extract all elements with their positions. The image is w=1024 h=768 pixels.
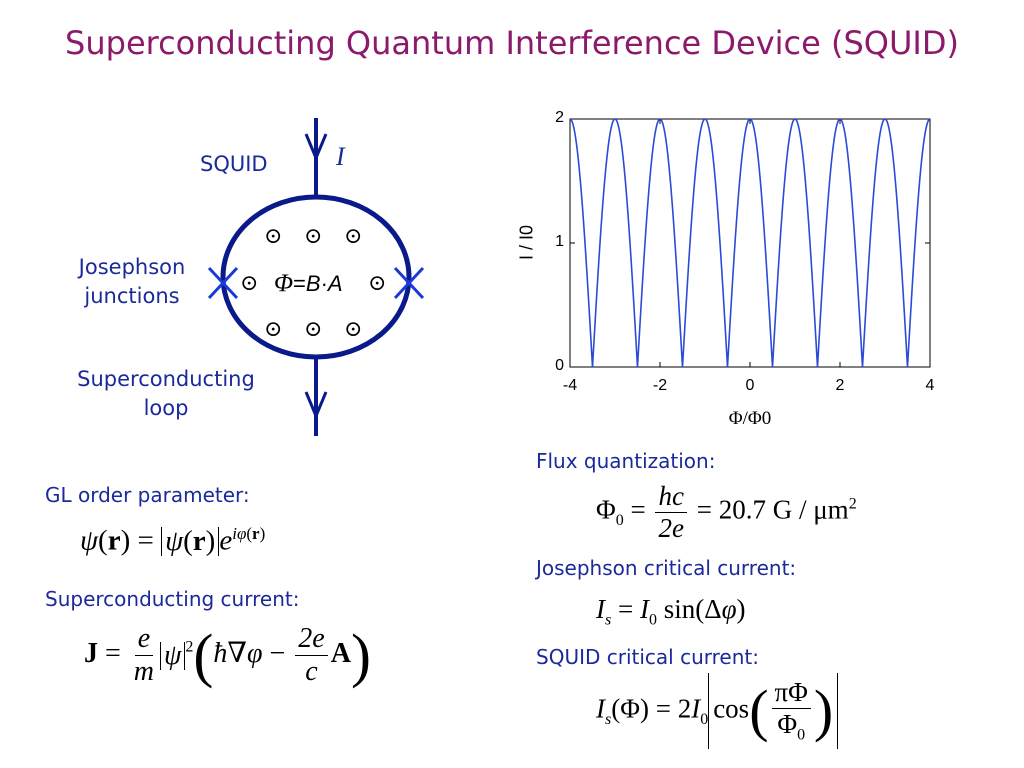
field-out-of-page-icon: ⊙	[264, 316, 283, 341]
flux-heading: Flux quantization:	[536, 449, 716, 473]
x-tick-label: 0	[745, 377, 755, 394]
field-out-of-page-icon: ⊙	[240, 270, 259, 295]
squid-heading: SQUID critical current:	[536, 645, 759, 669]
field-out-of-page-icon: ⊙	[264, 223, 283, 248]
field-out-of-page-icon: ⊙	[368, 270, 387, 295]
x-axis-label: Φ/Φ0	[728, 408, 772, 429]
squid-diagram	[207, 118, 425, 436]
field-out-of-page-icon: ⊙	[344, 316, 363, 341]
field-out-of-page-icon: ⊙	[304, 223, 323, 248]
plot-frame	[569, 118, 931, 368]
slide-title: Superconducting Quantum Interference Dev…	[65, 24, 959, 62]
field-out-of-page-icon: ⊙	[344, 223, 363, 248]
loop-label: Superconducting loop	[77, 367, 255, 420]
y-tick-label: 0	[555, 357, 564, 374]
junction-x-icon	[207, 266, 239, 300]
y-tick-label: 2	[555, 109, 564, 126]
x-tick-label: 2	[835, 377, 845, 394]
josephson-equation: Is = I0 sin(Δφ)	[596, 594, 746, 629]
y-tick-label: 1	[555, 233, 564, 250]
x-tick-label: 4	[925, 377, 935, 394]
arrow-down-icon	[304, 133, 328, 162]
critical-current-curve	[569, 118, 931, 368]
josephson-heading: Josephson critical current:	[536, 556, 797, 580]
x-tick-label: -4	[562, 377, 578, 394]
current-label: I	[336, 142, 345, 171]
field-out-of-page-icon: ⊙	[304, 316, 323, 341]
sc-current-heading: Superconducting current:	[45, 587, 300, 611]
y-axis-label: I / I0	[516, 225, 537, 261]
josephson-label: Josephson junctions	[78, 255, 186, 308]
x-tick-label: -2	[652, 377, 668, 394]
squid-label: SQUID	[200, 152, 268, 176]
gl-heading: GL order parameter:	[45, 483, 250, 507]
superconducting-loop	[220, 194, 412, 360]
junction-x-icon	[393, 266, 425, 300]
arrow-down-icon	[304, 391, 328, 420]
gl-equation: ψ(r) = ψ(r)eiφ(r)	[80, 524, 266, 557]
flux-label: Φ=B·A	[274, 270, 343, 297]
